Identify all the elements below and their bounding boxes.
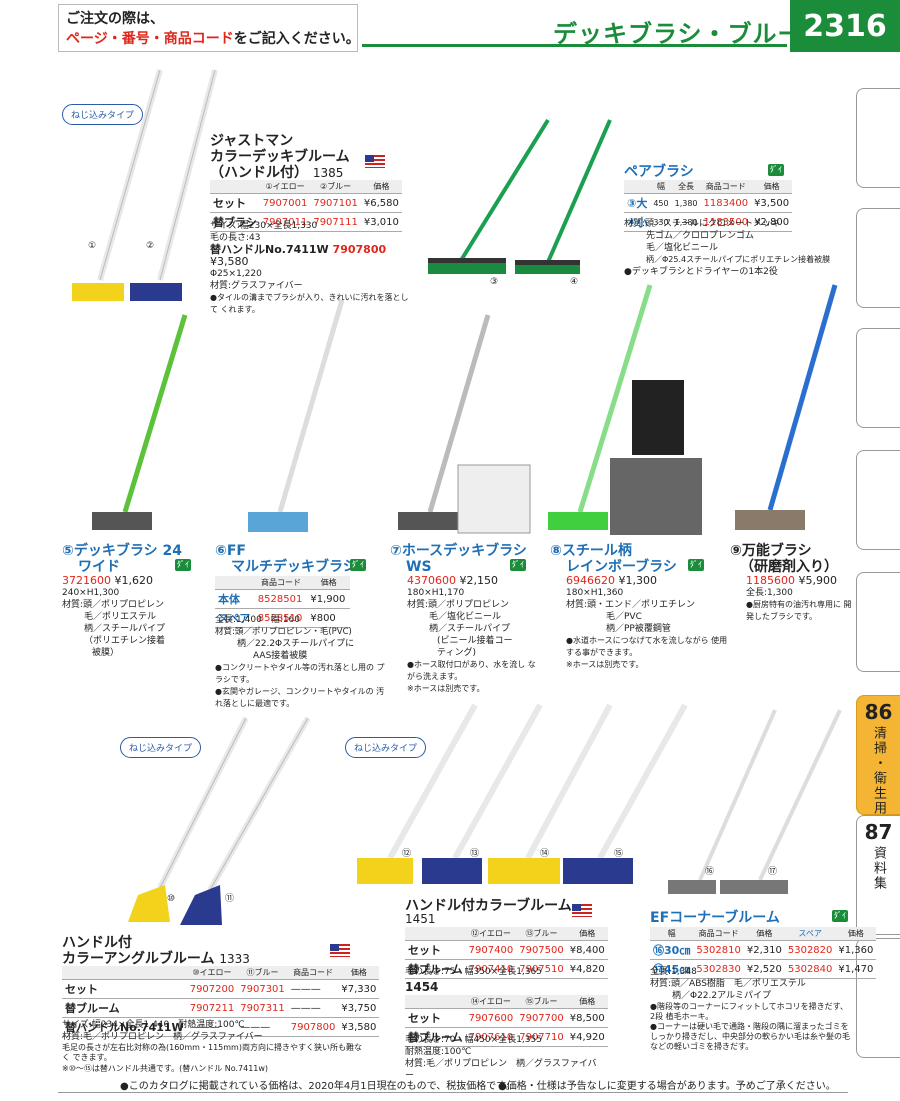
p8-block: ⑧スチール柄 レインボーブラシ (550, 543, 677, 575)
product-illustrations (72, 69, 842, 925)
ef-spec: 全長:1,348 材質:頭／ABS樹脂 毛／ポリエステル 柄／Φ22.2アルミパ… (650, 967, 850, 1051)
screw-type-pill: ねじ込みタイプ (62, 104, 144, 125)
tab-label: 清掃・衛生用品 (871, 726, 886, 831)
screw-type-pill: ねじ込みタイプ (120, 737, 202, 758)
footer-left: ●このカタログに掲載されている価格は、2020年4月1日現在のもので、税抜価格で… (120, 1081, 516, 1092)
yellow-brush (72, 283, 124, 301)
item-number: ① (88, 241, 97, 251)
p9-block: ⑨万能ブラシ （研磨剤入り） (730, 543, 838, 575)
pair-brush-title: ペアブラシ (624, 164, 694, 180)
handle-num2: 1454 (405, 980, 439, 994)
item-number: ⑩ (167, 894, 176, 904)
side-tab[interactable] (856, 450, 900, 550)
notice-line1: ご注文の際は、 (66, 11, 164, 27)
pair-spec: 材質:頭／スチールにクロメートメッキ 先ゴム／クロロプレンゴム 毛／塩化ビニール… (624, 219, 831, 277)
handle-broom-title: ハンドル付カラーブルーム (405, 898, 572, 914)
usa-flag-icon (572, 904, 592, 917)
blue-brush (130, 283, 182, 301)
dia-icon: ﾀﾞｲ (768, 164, 784, 176)
ef-title: EFコーナーブルーム (650, 910, 780, 926)
footer-right: ●価格・仕様は予告なしに変更する場合があります。予めご了承ください。 (498, 1081, 836, 1092)
angle-block: ハンドル付 カラーアングルブルーム 1333 (62, 935, 250, 967)
item-number: ⑫ (402, 849, 412, 859)
item-number: ② (146, 241, 155, 251)
product-title: ジャストマン (210, 133, 294, 149)
justman-spec: サイズ:幅230×全長1,330 毛の長さ:43 替ハンドルNo.7411W 7… (210, 221, 409, 314)
header-rule (362, 44, 787, 47)
footer-rule (58, 1092, 848, 1093)
handle-spec-1454: 毛の長さ:70 幅450×全長1,355 耐熱温度:100℃ 材質:毛／ポリプロ… (405, 1035, 597, 1081)
product-title: カラーデッキブルーム (210, 149, 350, 165)
angle-spec: サイズ:幅234×全長1,440 耐熱温度:100℃ 材質:毛／ポリプロピレン … (62, 1020, 362, 1073)
usa-flag-icon (330, 944, 350, 957)
side-tab-87[interactable]: 87 資料集 (856, 815, 900, 935)
handle-num1: 1451 (405, 912, 436, 926)
dia-icon: ﾀﾞｲ (350, 559, 366, 571)
notice-line2: ページ・番号・商品コードをご記入ください。 (66, 31, 360, 47)
product-title: （ハンドル付） 1385 (210, 165, 344, 181)
item-number: ④ (570, 277, 579, 287)
dia-icon: ﾀﾞｲ (510, 559, 526, 571)
item-number: ⑪ (225, 894, 235, 904)
item-number: ③ (490, 277, 499, 287)
item-number: ⑬ (470, 849, 480, 859)
usa-flag-icon (365, 155, 385, 168)
tab-label: 資料集 (871, 846, 886, 891)
item-number: ⑯ (705, 867, 715, 877)
tab-number: 87 (864, 820, 893, 844)
p6-block: ⑥FF マルチデッキブラシ (215, 543, 357, 575)
p9-spec: 1185600 ¥5,900 全長:1,300 ●厨房特有の油汚れ専用に 開発し… (746, 574, 852, 622)
p7-block: ⑦ホースデッキブラシ WS (390, 543, 527, 575)
justman-block: ジャストマン カラーデッキブルーム （ハンドル付） 1385 (210, 133, 350, 181)
side-tab[interactable] (856, 208, 900, 308)
p7-spec: 4370600 ¥2,150 180×H1,170 材質:頭／ポリプロピレン 毛… (407, 574, 536, 694)
p8-spec: 6946620 ¥1,300 180×H1,360 材質:頭・エンド／ポリエチレ… (566, 574, 728, 670)
p5-spec: 3721600 ¥1,620 240×H1,300 材質:頭／ポリプロピレン 毛… (62, 574, 166, 659)
p6-spec: 全長:1,400 幅:160 材質:頭／ポリプロピレン・毛(PVC) 柄／22.… (215, 615, 385, 708)
item-number: ⑭ (540, 849, 550, 859)
dia-icon: ﾀﾞｲ (832, 910, 848, 922)
page-number: 2316 (790, 0, 900, 52)
handle-spec-1451: 毛の長さ:75 幅350×全長1,365 (405, 967, 542, 977)
screw-type-pill: ねじ込みタイプ (345, 737, 427, 758)
side-tab[interactable] (856, 572, 900, 672)
dia-icon: ﾀﾞｲ (175, 559, 191, 571)
side-tab-86[interactable]: 86 清掃・衛生用品 (856, 695, 900, 831)
side-tab[interactable] (856, 88, 900, 188)
tab-number: 86 (864, 700, 893, 724)
dia-icon: ﾀﾞｲ (688, 559, 704, 571)
item-number: ⑰ (768, 867, 778, 877)
item-number: ⑮ (614, 849, 624, 859)
side-tab[interactable] (856, 328, 900, 428)
notice-box (58, 4, 358, 52)
category-title: デッキブラシ・ブルーム (553, 20, 827, 48)
p5-block: ⑤デッキブラシ 24 ワイド (62, 543, 182, 575)
